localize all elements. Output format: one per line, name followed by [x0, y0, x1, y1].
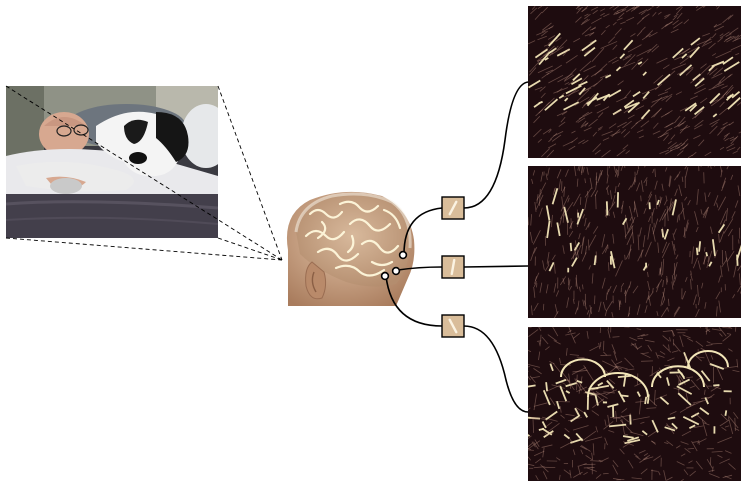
- filter-box-3: [441, 314, 465, 338]
- head-with-brain-icon: [286, 191, 415, 306]
- neuron-node: [391, 266, 401, 276]
- neuron-node: [380, 271, 390, 281]
- feature-map-1: [528, 6, 741, 158]
- filter-box-2: [441, 255, 465, 279]
- photo-man-and-dog-on-bed: [6, 86, 218, 238]
- oriented-filter-icon: [448, 318, 458, 334]
- filter-bank: [441, 196, 465, 338]
- input-photo: [6, 86, 218, 238]
- connection-lines: [385, 81, 529, 413]
- neuron-node: [398, 250, 408, 260]
- oriented-filter-icon: [450, 258, 456, 276]
- edge-map-diagonal: [528, 6, 741, 158]
- feature-map-2: [528, 166, 741, 318]
- feature-map-3: [528, 327, 741, 481]
- neuron-nodes: [380, 250, 408, 281]
- edge-map-contours: [528, 327, 741, 481]
- edge-map-vertical: [528, 166, 741, 318]
- oriented-filter-icon: [448, 200, 458, 216]
- filter-box-1: [441, 196, 465, 220]
- projection-lines: [5, 85, 283, 261]
